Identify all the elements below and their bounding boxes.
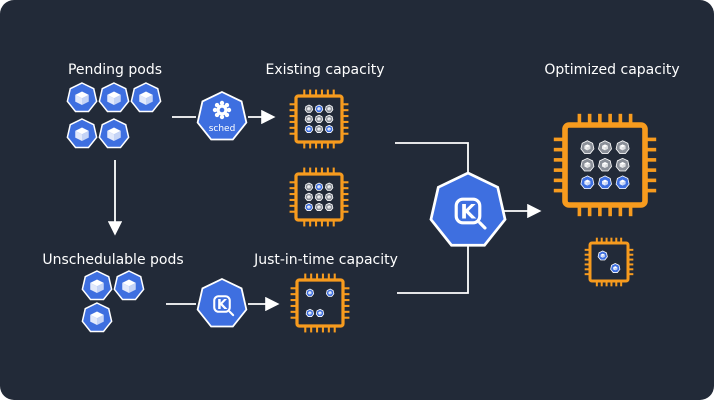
- node-chip-optimized-small: [584, 237, 634, 287]
- pending-pod-2: [98, 82, 130, 113]
- karpenter-icon-consolidation-letter: K: [460, 201, 476, 224]
- existing-pod: [598, 157, 612, 172]
- existing-pod: [304, 192, 314, 201]
- karpenter-icon-consolidation: K: [429, 171, 507, 247]
- existing-pod: [314, 202, 324, 211]
- connector-existing-to-karpenter: [395, 142, 469, 178]
- existing-pod: [598, 140, 612, 154]
- scheduled-pod: [304, 202, 314, 211]
- existing-pod: [304, 104, 314, 113]
- scheduled-pod: [598, 175, 612, 190]
- node-chip-existing-2: [289, 167, 349, 227]
- existing-pod: [314, 124, 324, 133]
- existing-pod: [615, 157, 630, 172]
- scheduler-badge-text: sched: [209, 124, 236, 134]
- existing-pod: [304, 114, 314, 123]
- scheduled-pod: [315, 308, 325, 317]
- scheduled-pod: [324, 124, 334, 133]
- karpenter-icon-jit: K: [196, 278, 248, 328]
- existing-pod: [304, 182, 314, 191]
- existing-pod: [324, 104, 334, 113]
- scheduled-pod: [325, 288, 335, 297]
- unschedulable-pod-2: [113, 270, 145, 301]
- label-optimized-capacity: Optimized capacity: [544, 62, 679, 78]
- unschedulable-pod-3: [81, 302, 113, 333]
- scheduled-pod: [314, 182, 324, 191]
- scheduler-icon: sched: [196, 91, 248, 141]
- pending-pod-4: [66, 118, 98, 149]
- scheduled-pod: [305, 288, 315, 297]
- karpenter-icon-jit-letter: K: [217, 298, 228, 313]
- scheduled-pod: [615, 175, 630, 190]
- node-chip-optimized-large: [553, 113, 657, 217]
- pending-pod-1: [66, 82, 98, 113]
- label-existing-capacity: Existing capacity: [265, 62, 384, 78]
- existing-pod: [324, 202, 334, 211]
- existing-pod: [314, 114, 324, 123]
- pending-pod-3: [130, 82, 162, 113]
- node-chip-just-in-time: [290, 273, 350, 333]
- scheduled-pod: [304, 124, 314, 133]
- existing-pod: [324, 182, 334, 191]
- existing-pod: [324, 114, 334, 123]
- label-just-in-time-capacity: Just-in-time capacity: [253, 252, 398, 268]
- existing-pod: [615, 140, 630, 154]
- existing-pod: [580, 157, 595, 172]
- scheduled-pod: [305, 308, 315, 317]
- label-pending-pods: Pending pods: [68, 62, 162, 78]
- label-unschedulable-pods: Unschedulable pods: [42, 252, 183, 268]
- existing-pod: [580, 140, 595, 154]
- existing-pod: [324, 192, 334, 201]
- node-chip-existing-1: [289, 89, 349, 149]
- scheduled-pod: [597, 250, 608, 261]
- scheduled-pod: [580, 175, 595, 190]
- connector-jit-to-karpenter: [397, 242, 469, 294]
- unschedulable-pod-1: [81, 270, 113, 301]
- existing-pod: [314, 192, 324, 201]
- scheduled-pod: [314, 104, 324, 113]
- scheduled-pod: [610, 263, 621, 273]
- pending-pod-5: [98, 118, 130, 149]
